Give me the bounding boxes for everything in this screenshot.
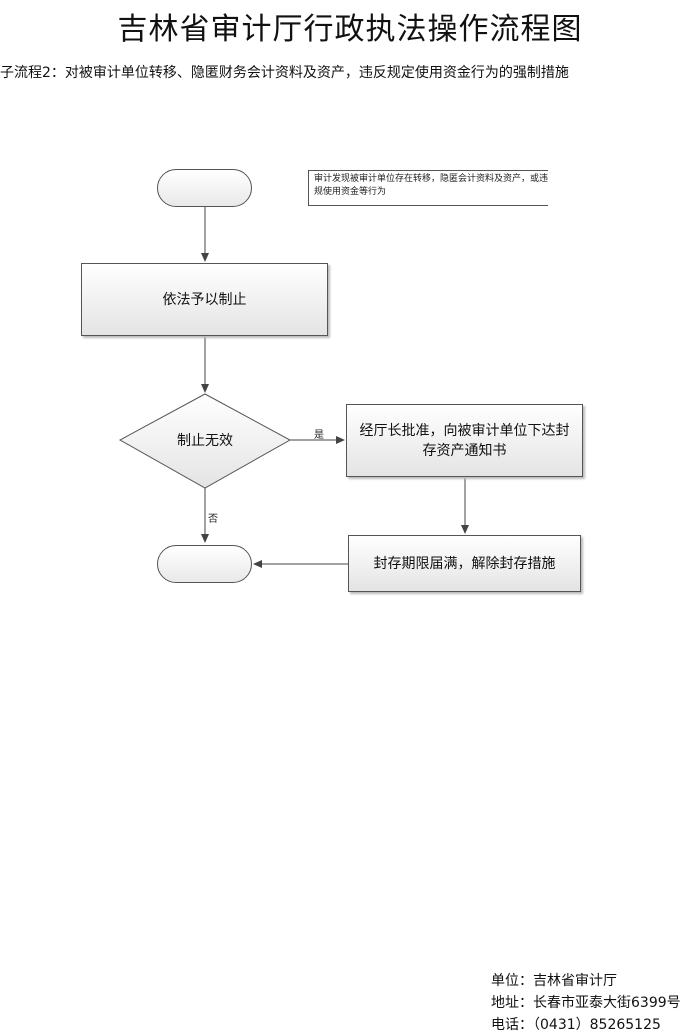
annotation-note: 审计发现被审计单位存在转移，隐匿会计资料及资产，或违规使用资金等行为 [308,170,548,206]
footer-address: 地址：长春市亚泰大街6399号 [491,995,681,1011]
step-stop-box: 依法予以制止 [81,263,328,336]
end-terminal [157,545,252,583]
page-title: 吉林省审计厅行政执法操作流程图 [117,12,583,47]
subprocess-title: 子流程2：对被审计单位转移、隐匿财务会计资料及资产，违反规定使用资金行为的强制措… [0,65,569,81]
footer-unit: 单位：吉林省审计厅 [491,973,617,989]
step-seal-label: 经厅长批准，向被审计单位下达封存资产通知书 [359,422,570,459]
yes-label: 是 [314,430,324,441]
step-release-box: 封存期限届满，解除封存措施 [348,535,581,592]
step-seal-box: 经厅长批准，向被审计单位下达封存资产通知书 [346,404,583,477]
no-label: 否 [208,514,218,525]
footer-phone: 电话：（0431）85265125 [491,1017,661,1033]
decision-label: 制止无效 [177,433,233,449]
step-release-label: 封存期限届满，解除封存措施 [373,555,556,572]
start-terminal [157,169,252,207]
step-stop-label: 依法予以制止 [162,291,247,308]
contact-info: 单位：吉林省审计厅 地址：长春市亚泰大街6399号 电话：（0431）85265… [491,970,681,1036]
